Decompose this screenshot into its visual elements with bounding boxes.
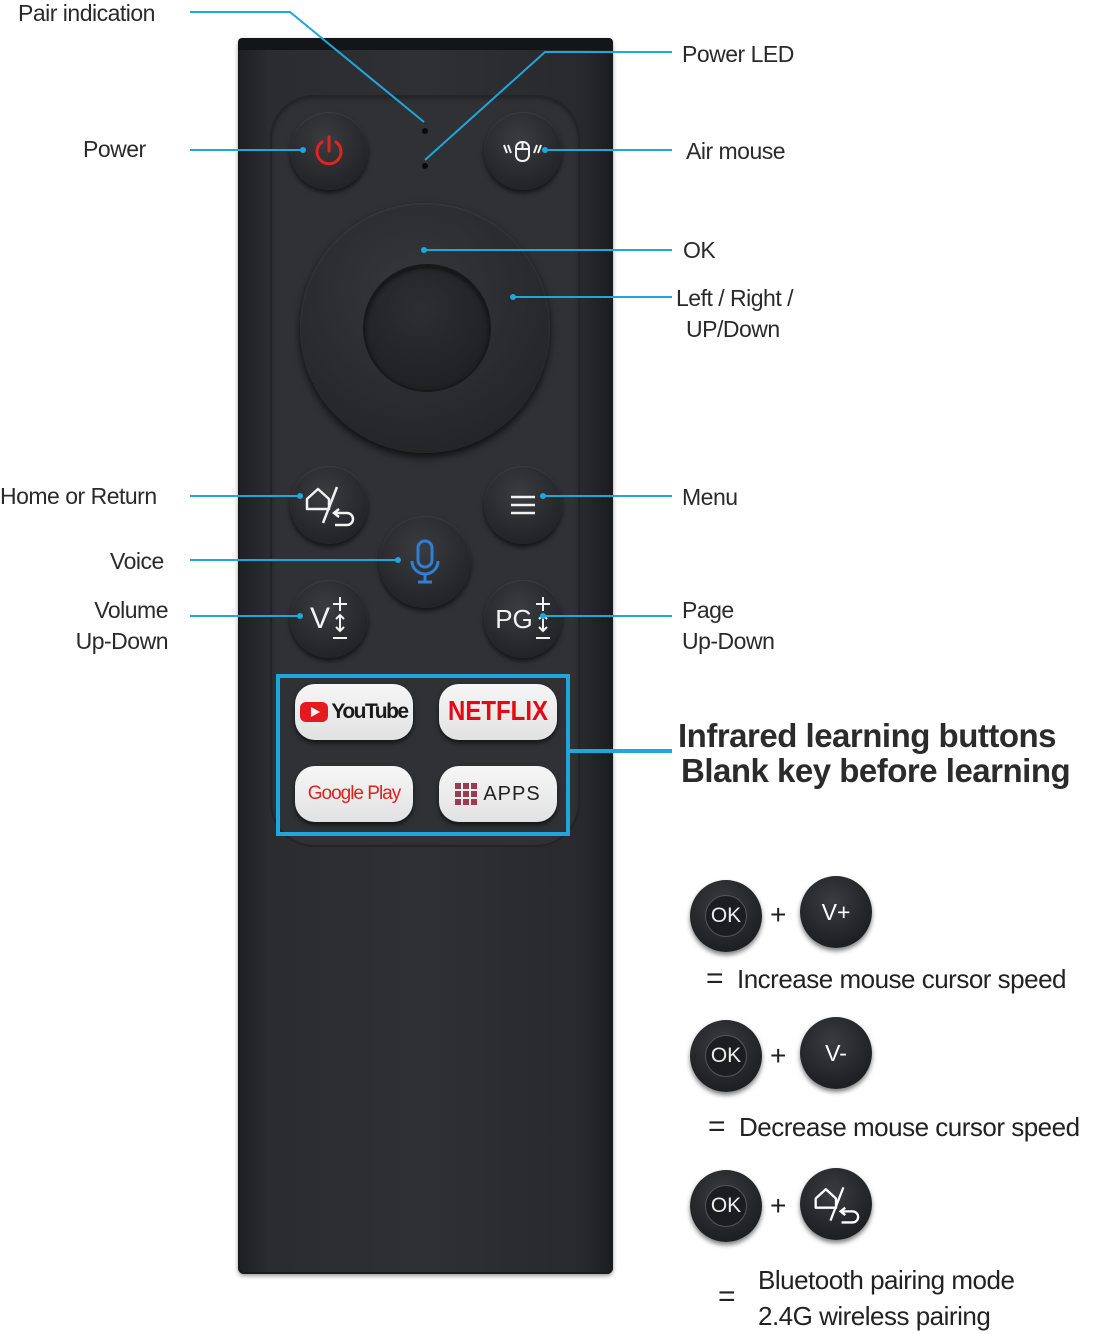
youtube-label: YouTube bbox=[331, 700, 409, 723]
label-menu: Menu bbox=[682, 484, 738, 510]
netflix-label: NETFLIX bbox=[448, 695, 548, 727]
combo3-home-return-button bbox=[800, 1168, 872, 1240]
combo2-plus: + bbox=[770, 1040, 787, 1071]
netflix-button[interactable]: NETFLIX bbox=[439, 684, 557, 740]
combo3-plus: + bbox=[770, 1190, 787, 1221]
combo1-equals: = bbox=[706, 962, 724, 995]
combo1-result: Increase mouse cursor speed bbox=[737, 964, 1067, 994]
infrared-title: Infrared learning buttons Blank key befo… bbox=[678, 717, 1071, 789]
combo3-ok-label: OK bbox=[705, 1185, 747, 1227]
apps-button[interactable]: APPS bbox=[439, 766, 557, 822]
label-home-return: Home or Return bbox=[0, 483, 157, 509]
combo3-ok-button: OK bbox=[690, 1170, 762, 1242]
label-page-line1: Page bbox=[682, 597, 734, 623]
combo2-equals: = bbox=[708, 1110, 726, 1143]
label-voice: Voice bbox=[110, 548, 164, 574]
air-mouse-icon bbox=[503, 141, 542, 162]
volume-button[interactable]: V bbox=[290, 580, 368, 658]
combo2-vminus-button: V- bbox=[800, 1017, 872, 1089]
youtube-button[interactable]: YouTube bbox=[295, 684, 413, 740]
combo2-vminus-label: V- bbox=[825, 1039, 847, 1066]
combo1-ok-button: OK bbox=[690, 880, 762, 952]
infrared-title-line2: Blank key before learning bbox=[681, 752, 1071, 789]
apps-grid-icon bbox=[455, 783, 478, 805]
ok-button[interactable] bbox=[365, 266, 489, 390]
combo3-equals: = bbox=[718, 1280, 736, 1313]
power-button[interactable] bbox=[290, 112, 368, 190]
infrared-buttons-highlight bbox=[276, 674, 570, 836]
volume-button-label: V bbox=[309, 602, 330, 635]
label-page: Page Up-Down bbox=[682, 595, 775, 657]
label-air-mouse: Air mouse bbox=[686, 138, 786, 164]
label-direction-line2: UP/Down bbox=[686, 316, 780, 342]
page-button[interactable]: PG bbox=[484, 580, 562, 658]
combo2-result: Decrease mouse cursor speed bbox=[739, 1112, 1080, 1142]
menu-icon bbox=[511, 495, 535, 515]
label-ok: OK bbox=[683, 237, 716, 263]
power-icon bbox=[315, 135, 343, 166]
combo2-ok-button: OK bbox=[690, 1020, 762, 1092]
combo3-result-line1: Bluetooth pairing mode bbox=[758, 1265, 1015, 1295]
label-volume: Volume Up-Down bbox=[68, 595, 169, 657]
label-power-led: Power LED bbox=[682, 41, 794, 67]
up-down-arrows-icon bbox=[333, 597, 347, 639]
label-page-line2: Up-Down bbox=[682, 628, 775, 654]
label-direction-line1: Left / Right / bbox=[676, 285, 794, 311]
youtube-play-icon bbox=[300, 702, 329, 722]
page-button-label: PG bbox=[495, 603, 533, 634]
combo1-plus: + bbox=[770, 899, 787, 930]
pair-indicator-light bbox=[422, 128, 428, 134]
label-power: Power bbox=[83, 136, 146, 162]
power-led-light bbox=[422, 163, 428, 169]
remote-top-edge bbox=[238, 38, 613, 50]
label-direction: Left / Right / UP/Down bbox=[676, 283, 794, 345]
label-volume-line1: Volume bbox=[94, 597, 168, 623]
combo1-ok-label: OK bbox=[705, 895, 747, 937]
combo1-vplus-button: V+ bbox=[800, 876, 872, 948]
label-volume-line2: Up-Down bbox=[75, 628, 169, 654]
combo2-ok-label: OK bbox=[705, 1035, 747, 1077]
combo3-result-line2: 2.4G wireless pairing bbox=[758, 1301, 991, 1331]
home-return-button[interactable] bbox=[290, 466, 368, 544]
page-arrows-icon bbox=[535, 597, 550, 639]
apps-label: APPS bbox=[483, 782, 541, 805]
combo1-vplus-label: V+ bbox=[821, 898, 851, 925]
google-play-label: Google Play bbox=[307, 783, 402, 804]
menu-button[interactable] bbox=[484, 466, 562, 544]
voice-button[interactable] bbox=[379, 516, 471, 608]
home-return-icon bbox=[814, 1186, 860, 1224]
infrared-title-line1: Infrared learning buttons bbox=[678, 717, 1057, 754]
air-mouse-button[interactable] bbox=[484, 112, 562, 190]
microphone-icon bbox=[410, 539, 440, 584]
home-return-icon bbox=[305, 486, 355, 527]
combo3-result: Bluetooth pairing mode 2.4G wireless pai… bbox=[758, 1262, 1015, 1334]
google-play-button[interactable]: Google Play bbox=[295, 766, 413, 822]
label-pair-indication: Pair indication bbox=[18, 0, 155, 26]
